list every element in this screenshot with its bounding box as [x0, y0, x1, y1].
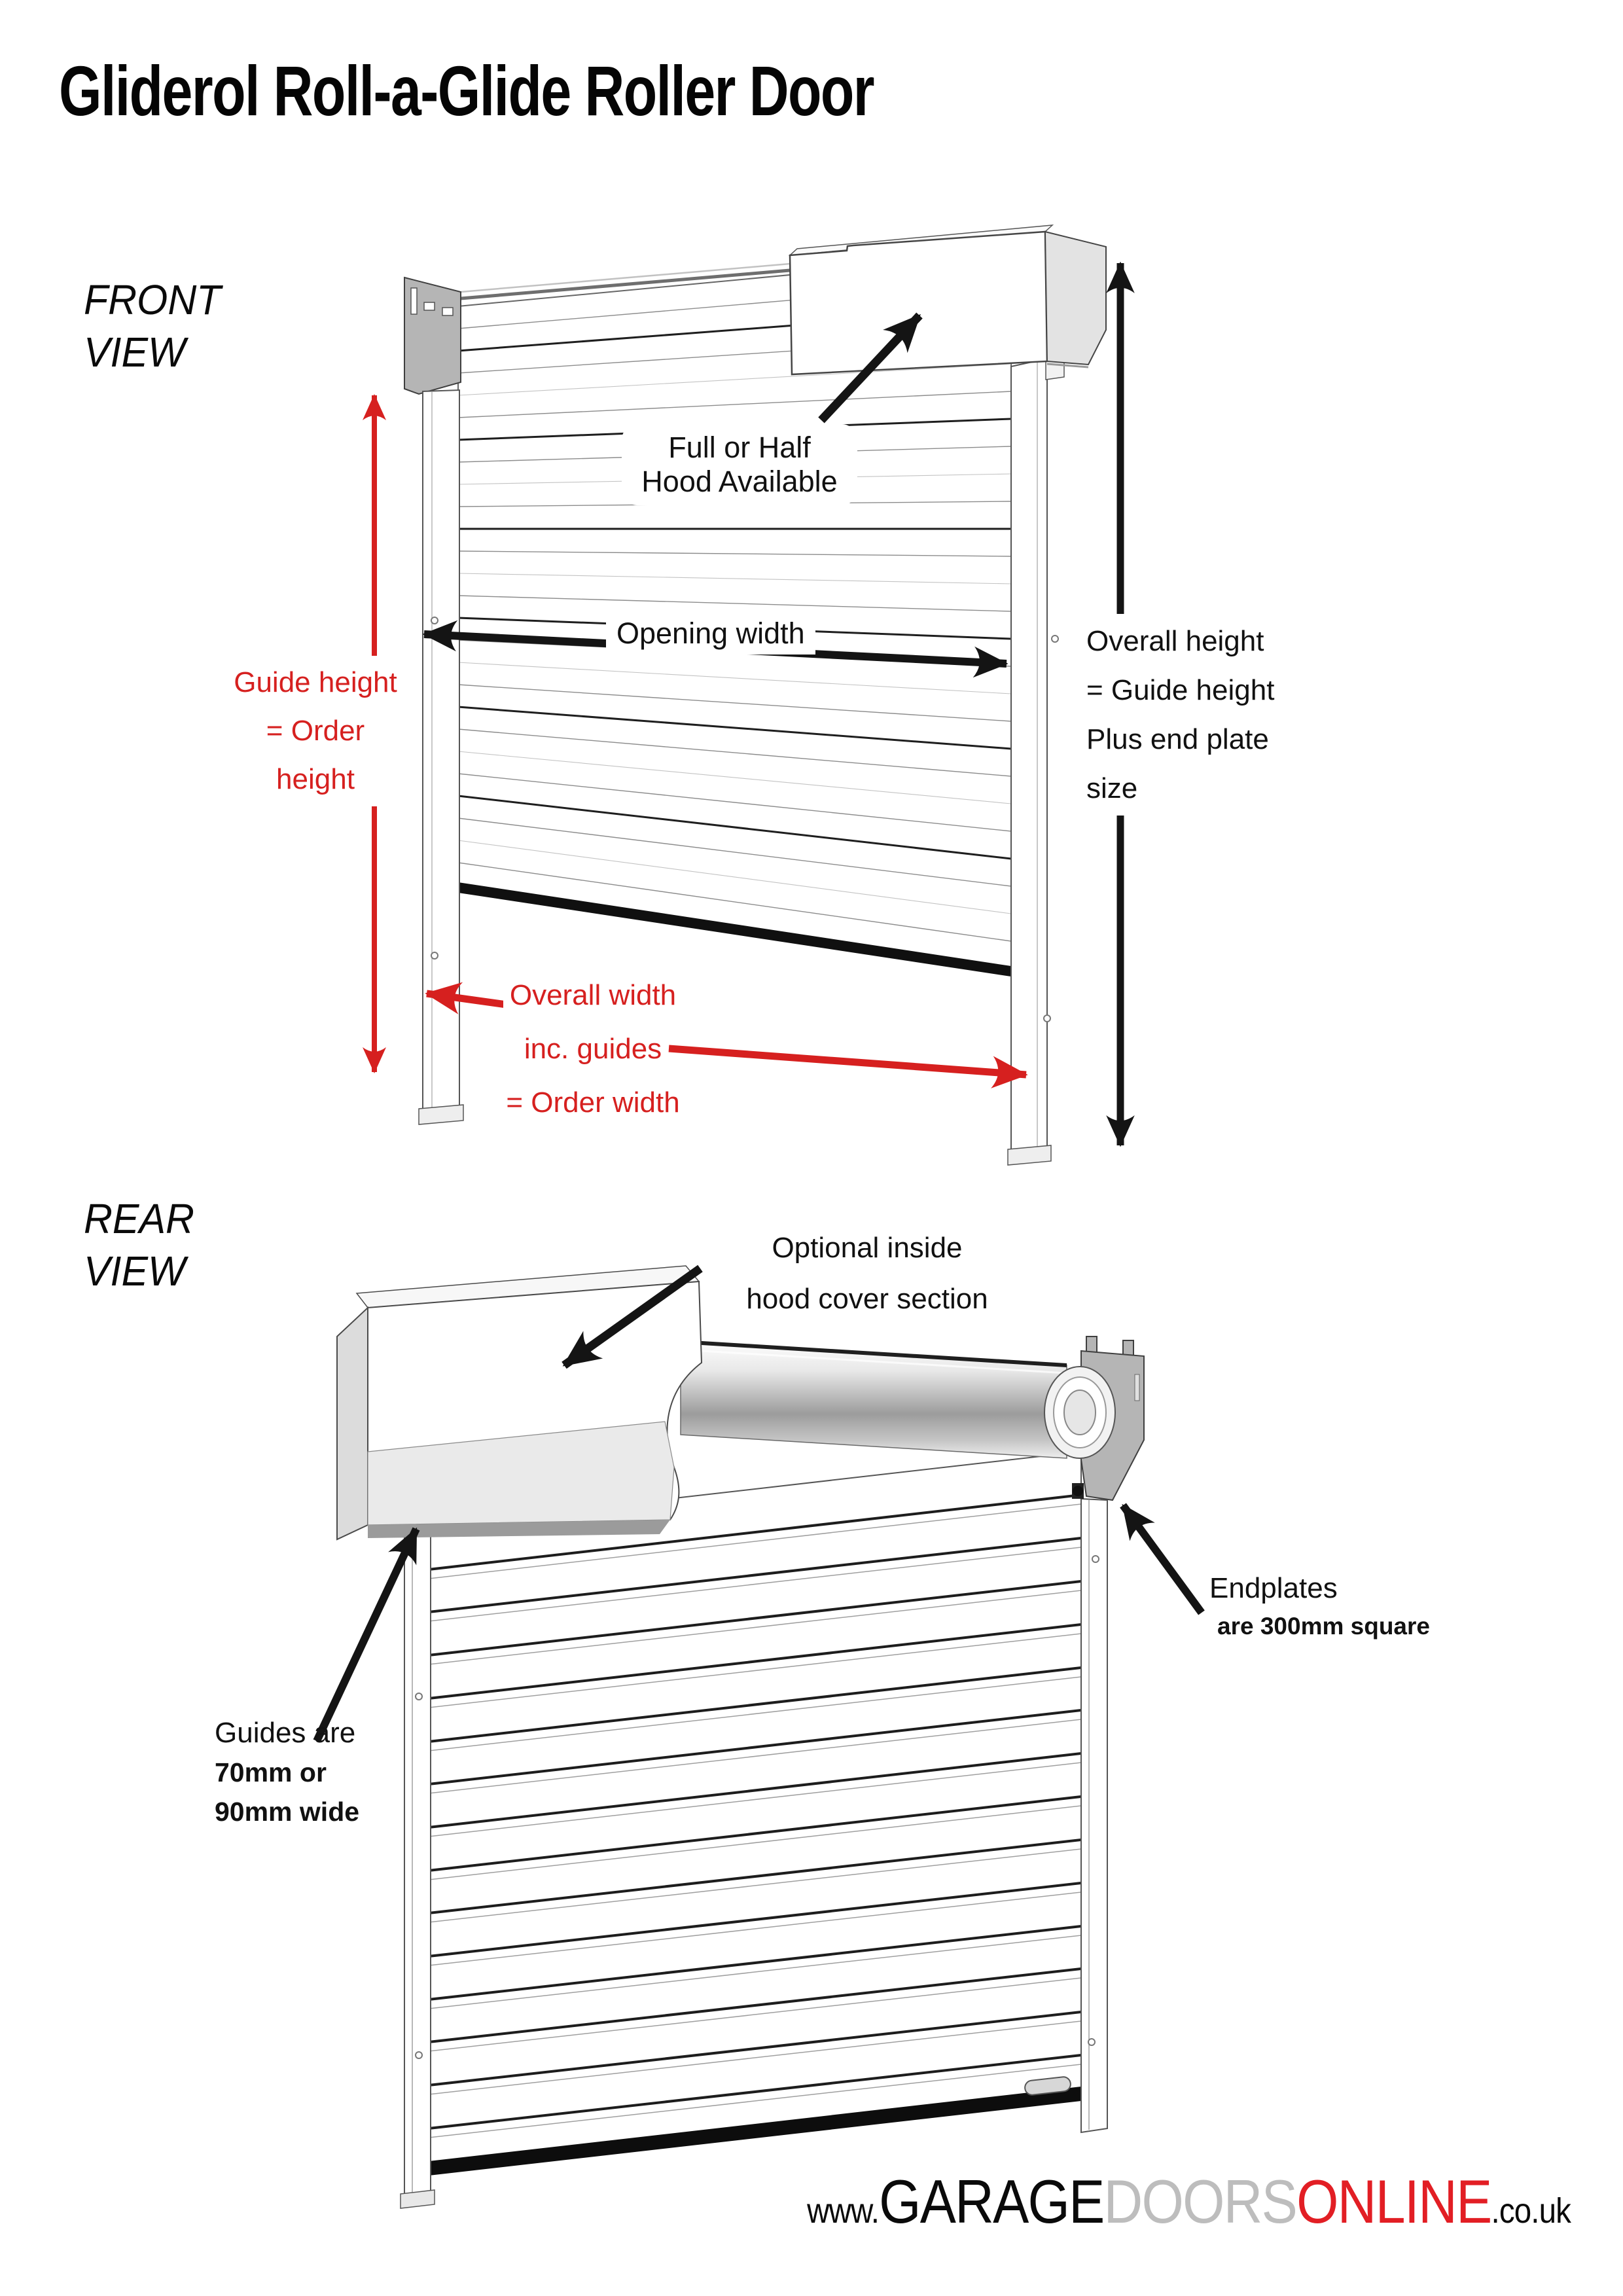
logo-www: www. — [807, 2191, 880, 2231]
logo-tld: .co.uk — [1491, 2191, 1571, 2231]
front-hood — [788, 224, 1107, 376]
overall-width-line3: = Order width — [499, 1076, 687, 1130]
logo-doors: DOORS — [1103, 2167, 1298, 2236]
hood-availability-note: Full or Half Hood Available — [622, 424, 857, 505]
rear-hood-shadow — [368, 1520, 670, 1538]
front-left-endplate — [404, 276, 461, 395]
hood-cover-line1: Optional inside — [772, 1232, 963, 1264]
front-view-drawing — [363, 224, 1135, 1166]
rear-hood-lower-band — [367, 1421, 675, 1526]
rear-view-label: REAR VIEW — [84, 1193, 194, 1297]
front-hood-endcap — [1044, 230, 1107, 366]
endplates-line1: Endplates — [1209, 1572, 1338, 1604]
rear-bottom-bar — [429, 2087, 1081, 2176]
overall-height-line1: Overall height — [1086, 625, 1264, 657]
front-view-label-line1: FRONT — [84, 276, 221, 323]
front-hood-face — [789, 230, 1048, 376]
rear-hood-side-face — [336, 1306, 368, 1541]
guide-height-line2: = Order height — [266, 715, 365, 795]
front-view-label: FRONT VIEW — [84, 274, 221, 378]
front-bottom-bar — [458, 882, 1011, 977]
front-view-label-line2: VIEW — [84, 329, 186, 376]
hood-note-line1: Full or Half — [668, 431, 811, 464]
guides-arrow — [313, 1527, 420, 1743]
rear-view-drawing — [313, 1265, 1205, 2209]
front-left-guide — [418, 389, 464, 1125]
rear-barrel — [680, 1340, 1116, 1459]
opening-width-label: Opening width — [606, 613, 815, 655]
guide-height-line1: Guide height — [234, 666, 397, 698]
rear-hood-cover — [336, 1265, 703, 1541]
overall-height-line3: Plus end plate size — [1086, 723, 1269, 804]
endplates-line2: are 300mm square — [1217, 1613, 1430, 1640]
overall-width-label: Overall width inc. guides = Order width — [471, 969, 715, 1130]
rear-handle — [1024, 2076, 1071, 2096]
rear-left-guide — [400, 1524, 435, 2209]
rear-view-label-line1: REAR — [84, 1195, 194, 1242]
hood-cover-line2: hood cover section — [746, 1283, 988, 1315]
overall-width-line1: Overall width — [503, 969, 683, 1022]
guides-line2: 70mm or — [215, 1757, 327, 1787]
logo-garage: GARAGE — [879, 2167, 1105, 2236]
guide-height-label: Guide height = Order height — [230, 656, 401, 806]
logo-online: ONLINE — [1296, 2167, 1492, 2236]
endplates-note: Endplates are 300mm square — [1209, 1571, 1430, 1644]
rear-view-label-line2: VIEW — [84, 1247, 186, 1295]
guides-line1: Guides are — [215, 1717, 356, 1749]
overall-height-line2: = Guide height — [1086, 674, 1275, 706]
guides-note: Guides are 70mm or 90mm wide — [215, 1713, 359, 1831]
rear-right-guide — [1080, 1498, 1108, 2134]
front-right-guide — [1007, 353, 1065, 1166]
overall-height-label: Overall height = Guide height Plus end p… — [1081, 614, 1305, 816]
hood-arrow — [818, 312, 923, 423]
hood-cover-note: Optional inside hood cover section — [710, 1223, 1024, 1325]
overall-width-line2: inc. guides — [517, 1022, 669, 1076]
hood-cover-arrow — [562, 1265, 703, 1369]
guides-line3: 90mm wide — [215, 1797, 360, 1827]
front-roll-band — [460, 262, 791, 300]
hood-note-line2: Hood Available — [641, 465, 838, 498]
page-title: Gliderol Roll-a-Glide Roller Door — [59, 51, 875, 130]
endplates-arrow — [1120, 1503, 1205, 1615]
rear-curtain — [428, 1450, 1082, 2173]
rear-tension-bolt — [1072, 1483, 1084, 1499]
